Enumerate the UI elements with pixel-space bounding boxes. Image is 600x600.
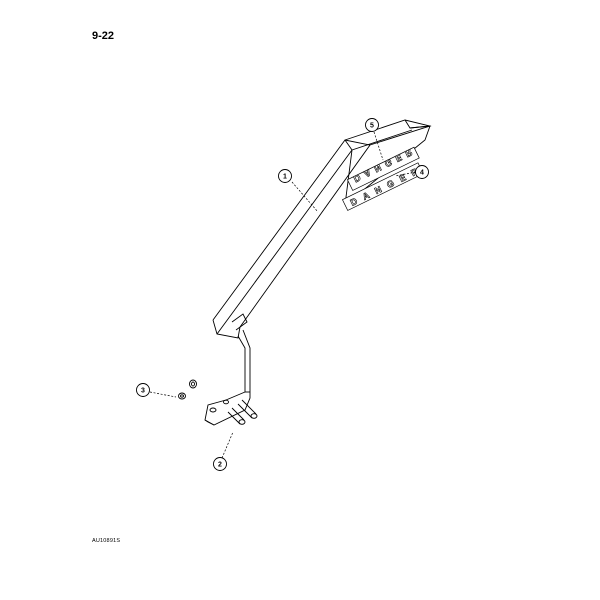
figure-id: AU10891S — [92, 538, 121, 544]
page-number: 9-22 — [92, 30, 115, 42]
callout-2-label: 2 — [218, 462, 222, 469]
nut-washer — [178, 379, 197, 400]
callout-4: 4 — [415, 165, 429, 179]
callout-5-label: 5 — [370, 123, 374, 130]
callout-2: 2 — [213, 457, 227, 471]
lever-tube — [212, 119, 432, 339]
callout-4-label: 4 — [420, 170, 424, 177]
pins — [227, 399, 258, 425]
bracket — [204, 313, 251, 426]
leader-lines — [149, 131, 417, 459]
callout-1-label: 1 — [283, 174, 287, 181]
callout-3: 3 — [136, 383, 150, 397]
callout-3-label: 3 — [141, 388, 145, 395]
callout-1: 1 — [278, 169, 292, 183]
callout-5: 5 — [365, 118, 379, 132]
